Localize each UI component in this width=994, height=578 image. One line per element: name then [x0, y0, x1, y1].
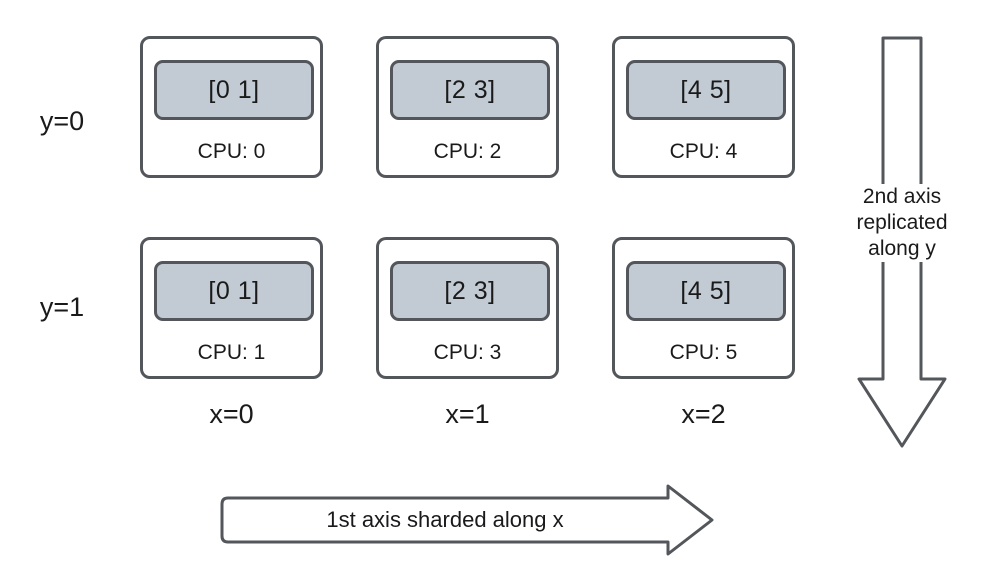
cpu-card-x2-y0[interactable]: [4 5] CPU: 4 — [612, 36, 795, 178]
cpu-card-x1-y0[interactable]: [2 3] CPU: 2 — [376, 36, 559, 178]
cpu-label-x0-y0: CPU: 0 — [197, 140, 266, 163]
row-label-y1: y=1 — [39, 292, 85, 322]
right-arrow-icon — [220, 484, 714, 556]
vertical-arrow-label: 2nd axis replicated along y — [845, 184, 959, 262]
vertical-arrow-label-line2: replicated — [856, 211, 948, 234]
shard-chip-x1-y0: [2 3] — [390, 60, 550, 120]
cpu-label-x0-y1: CPU: 1 — [197, 341, 266, 364]
horizontal-arrow-label: 1st axis sharded along x — [326, 507, 564, 532]
col-label-x0: x=0 — [209, 399, 254, 429]
vertical-arrow-label-line3: along y — [868, 237, 936, 260]
row-label-y0: y=0 — [39, 106, 85, 136]
cpu-label-x1-y1: CPU: 3 — [433, 341, 502, 364]
cpu-label-x2-y1: CPU: 5 — [669, 341, 738, 364]
col-label-x2: x=2 — [681, 399, 726, 429]
cpu-card-x0-y0[interactable]: [0 1] CPU: 0 — [140, 36, 323, 178]
shard-chip-x0-y0: [0 1] — [154, 60, 314, 120]
vertical-arrow-label-line1: 2nd axis — [862, 185, 942, 208]
col-label-x1: x=1 — [445, 399, 490, 429]
cpu-card-x1-y1[interactable]: [2 3] CPU: 3 — [376, 237, 559, 379]
shard-chip-x0-y1: [0 1] — [154, 261, 314, 321]
shard-chip-x2-y1: [4 5] — [626, 261, 786, 321]
cpu-card-x0-y1[interactable]: [0 1] CPU: 1 — [140, 237, 323, 379]
shard-chip-x1-y1: [2 3] — [390, 261, 550, 321]
shard-chip-x2-y0: [4 5] — [626, 60, 786, 120]
cpu-card-x2-y1[interactable]: [4 5] CPU: 5 — [612, 237, 795, 379]
cpu-label-x2-y0: CPU: 4 — [669, 140, 738, 163]
cpu-label-x1-y0: CPU: 2 — [433, 140, 502, 163]
